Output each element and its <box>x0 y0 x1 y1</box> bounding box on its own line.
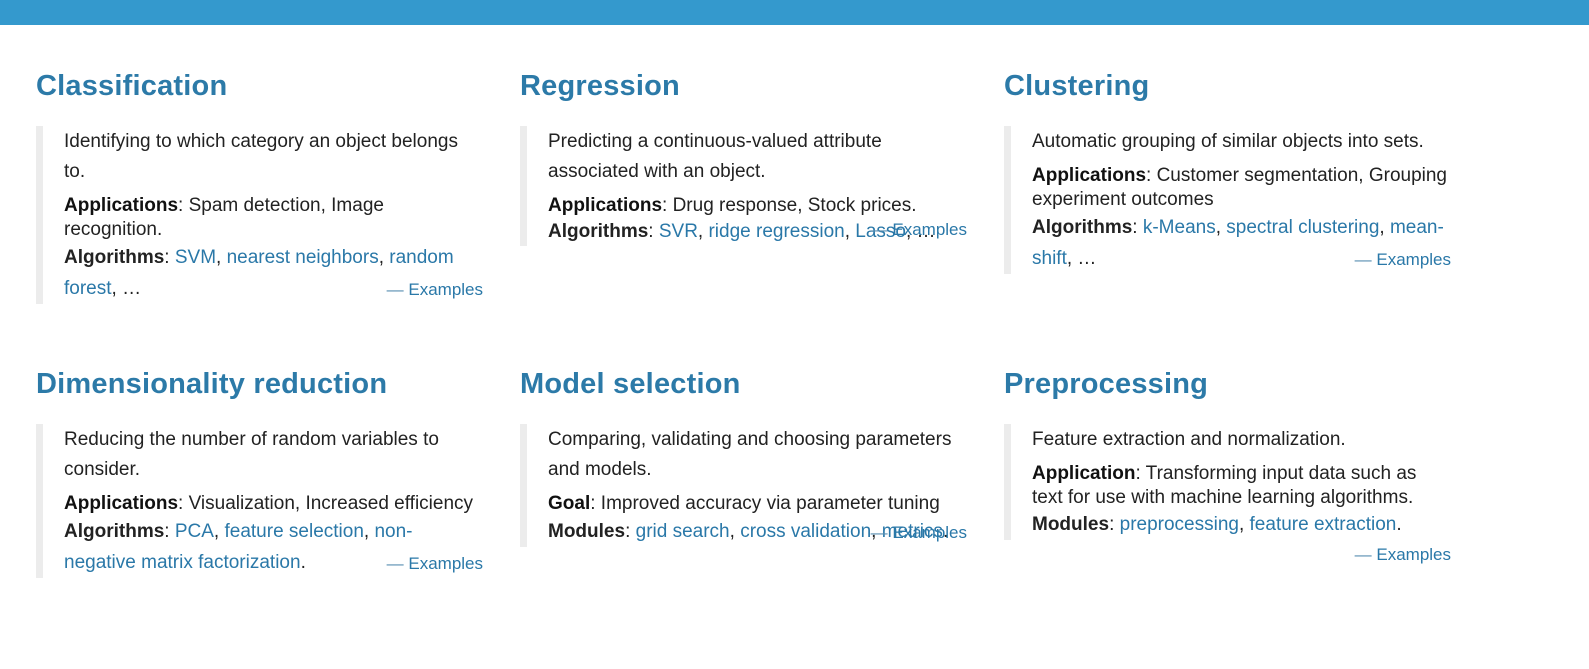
card-description: Predicting a continuous-valued attribute… <box>548 131 882 182</box>
meta-label: Application <box>1032 463 1136 484</box>
examples-link[interactable]: — Examples <box>1354 545 1451 564</box>
card-modules: Modules: preprocessing, feature extracti… <box>1032 514 1402 535</box>
card-application: Application: Transforming input data suc… <box>1032 462 1451 510</box>
card-body: Reducing the number of random variables … <box>36 424 483 578</box>
feature-cards-grid: Classification Identifying to which cate… <box>36 68 1476 636</box>
link-mean-shift[interactable]: mean-shift <box>1032 217 1444 269</box>
card-dimensionality-reduction: Dimensionality reduction Reducing the nu… <box>36 366 520 636</box>
link-cross-validation[interactable]: cross validation <box>740 521 872 542</box>
card-body: Predicting a continuous-valued attribute… <box>520 126 967 246</box>
card-body: Feature extraction and normalization. Ap… <box>1004 424 1451 540</box>
card-goal: Goal: Improved accuracy via parameter tu… <box>548 492 967 516</box>
card-title[interactable]: Clustering <box>1004 70 1150 102</box>
examples-link[interactable]: — Examples <box>1354 250 1451 269</box>
card-algorithms: Algorithms: k-Means, spectral clustering… <box>1032 217 1444 269</box>
card-model-selection: Model selection Comparing, validating an… <box>520 366 1004 636</box>
meta-label: Goal <box>548 493 591 514</box>
link-svr[interactable]: SVR <box>658 221 698 242</box>
card-description: Automatic grouping of similar objects in… <box>1032 131 1424 152</box>
link-feature-selection[interactable]: feature selection <box>224 521 364 542</box>
link-ridge-regression[interactable]: ridge regression <box>708 221 845 242</box>
meta-value: : Spam detection, Image recognition. <box>64 195 384 240</box>
card-body: Identifying to which category an object … <box>36 126 483 304</box>
card-applications: Applications: Customer segmentation, Gro… <box>1032 164 1451 212</box>
list-label: Algorithms <box>1032 217 1133 238</box>
card-preprocessing: Preprocessing Feature extraction and nor… <box>1004 366 1476 636</box>
card-applications: Applications: Drug response, Stock price… <box>548 194 967 218</box>
meta-label: Applications <box>1032 165 1147 186</box>
card-classification: Classification Identifying to which cate… <box>36 68 520 366</box>
link-lasso[interactable]: Lasso <box>855 221 906 242</box>
card-description: Feature extraction and normalization. <box>1032 429 1346 450</box>
link-spectral-clustering[interactable]: spectral clustering <box>1226 217 1380 238</box>
card-description: Comparing, validating and choosing param… <box>548 429 952 480</box>
list-label: Algorithms <box>64 247 165 268</box>
card-regression: Regression Predicting a continuous-value… <box>520 68 1004 366</box>
card-body: Automatic grouping of similar objects in… <box>1004 126 1451 274</box>
card-title[interactable]: Model selection <box>520 368 741 400</box>
list-label: Algorithms <box>64 521 165 542</box>
card-modules: Modules: grid search, cross validation, … <box>548 521 949 542</box>
link-pca[interactable]: PCA <box>174 521 214 542</box>
examples-link[interactable]: — Examples <box>386 280 483 299</box>
meta-label: Applications <box>64 493 179 514</box>
list-label: Modules <box>548 521 626 542</box>
list-label: Modules <box>1032 514 1110 535</box>
link-random-forest[interactable]: random forest <box>64 247 454 299</box>
link-nearest-neighbors[interactable]: nearest neighbors <box>226 247 379 268</box>
card-body: Comparing, validating and choosing param… <box>520 424 967 547</box>
examples-link[interactable]: — Examples <box>386 554 483 573</box>
examples-link[interactable]: — Examples <box>870 523 967 542</box>
card-title[interactable]: Regression <box>520 70 680 102</box>
card-algorithms: Algorithms: SVR, ridge regression, Lasso… <box>548 221 936 242</box>
link-k-means[interactable]: k-Means <box>1142 217 1216 238</box>
link-nmf[interactable]: non-negative matrix factorization <box>64 521 413 573</box>
card-title[interactable]: Dimensionality reduction <box>36 368 388 400</box>
card-applications: Applications: Spam detection, Image reco… <box>64 194 483 242</box>
card-title[interactable]: Preprocessing <box>1004 368 1209 400</box>
list-label: Algorithms <box>548 221 649 242</box>
card-title[interactable]: Classification <box>36 70 228 102</box>
top-navigation-bar <box>0 0 1589 25</box>
card-clustering: Clustering Automatic grouping of similar… <box>1004 68 1476 366</box>
meta-value: : Transforming input data such as text f… <box>1032 463 1417 508</box>
meta-value: : Customer segmentation, Grouping experi… <box>1032 165 1448 210</box>
link-metrics[interactable]: metrics <box>881 521 943 542</box>
meta-label: Applications <box>548 195 663 216</box>
card-algorithms: Algorithms: PCA, feature selection, non-… <box>64 521 413 573</box>
meta-value: : Improved accuracy via parameter tuning <box>590 493 940 514</box>
link-grid-search[interactable]: grid search <box>635 521 730 542</box>
meta-label: Applications <box>64 195 179 216</box>
card-description: Reducing the number of random variables … <box>64 429 439 480</box>
examples-link[interactable]: — Examples <box>870 220 967 239</box>
meta-value: : Drug response, Stock prices. <box>662 195 917 216</box>
link-preprocessing[interactable]: preprocessing <box>1119 514 1239 535</box>
card-algorithms: Algorithms: SVM, nearest neighbors, rand… <box>64 247 454 299</box>
link-svm[interactable]: SVM <box>174 247 217 268</box>
link-feature-extraction[interactable]: feature extraction <box>1249 514 1397 535</box>
examples-row: — Examples <box>1004 540 1451 570</box>
meta-value: : Visualization, Increased efficiency <box>178 493 474 514</box>
card-applications: Applications: Visualization, Increased e… <box>64 492 483 516</box>
card-description: Identifying to which category an object … <box>64 131 458 182</box>
